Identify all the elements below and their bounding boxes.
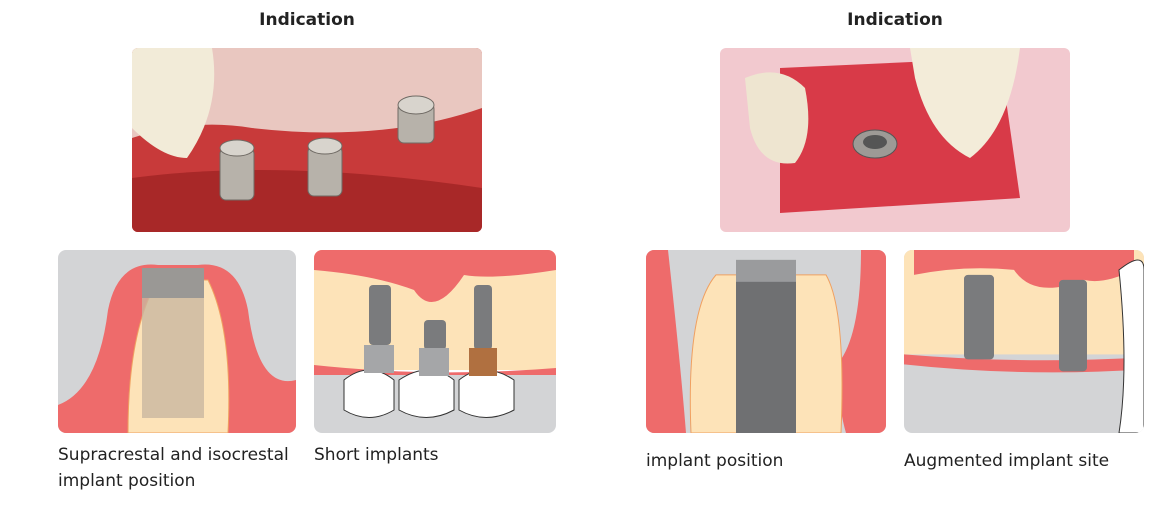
clinical-photo-single-implant: [720, 48, 1070, 232]
caption-augmented-site: Augmented implant site: [904, 451, 1110, 471]
clinical-photo-multiple-implants: [132, 48, 482, 232]
illustration-implant-position: [646, 250, 886, 433]
caption-implant-position: implant position: [646, 451, 784, 471]
illustration-supracrestal-implant: [58, 250, 296, 433]
illustration-augmented-implant-site: [904, 250, 1144, 433]
right-section-title: Indication: [847, 10, 943, 30]
caption-short-implants: Short implants: [314, 445, 439, 465]
illustration-short-implants: [314, 250, 556, 433]
caption-supracrestal: Supracrestal and isocrestal implant posi…: [58, 445, 289, 491]
left-section-title: Indication: [259, 10, 355, 30]
